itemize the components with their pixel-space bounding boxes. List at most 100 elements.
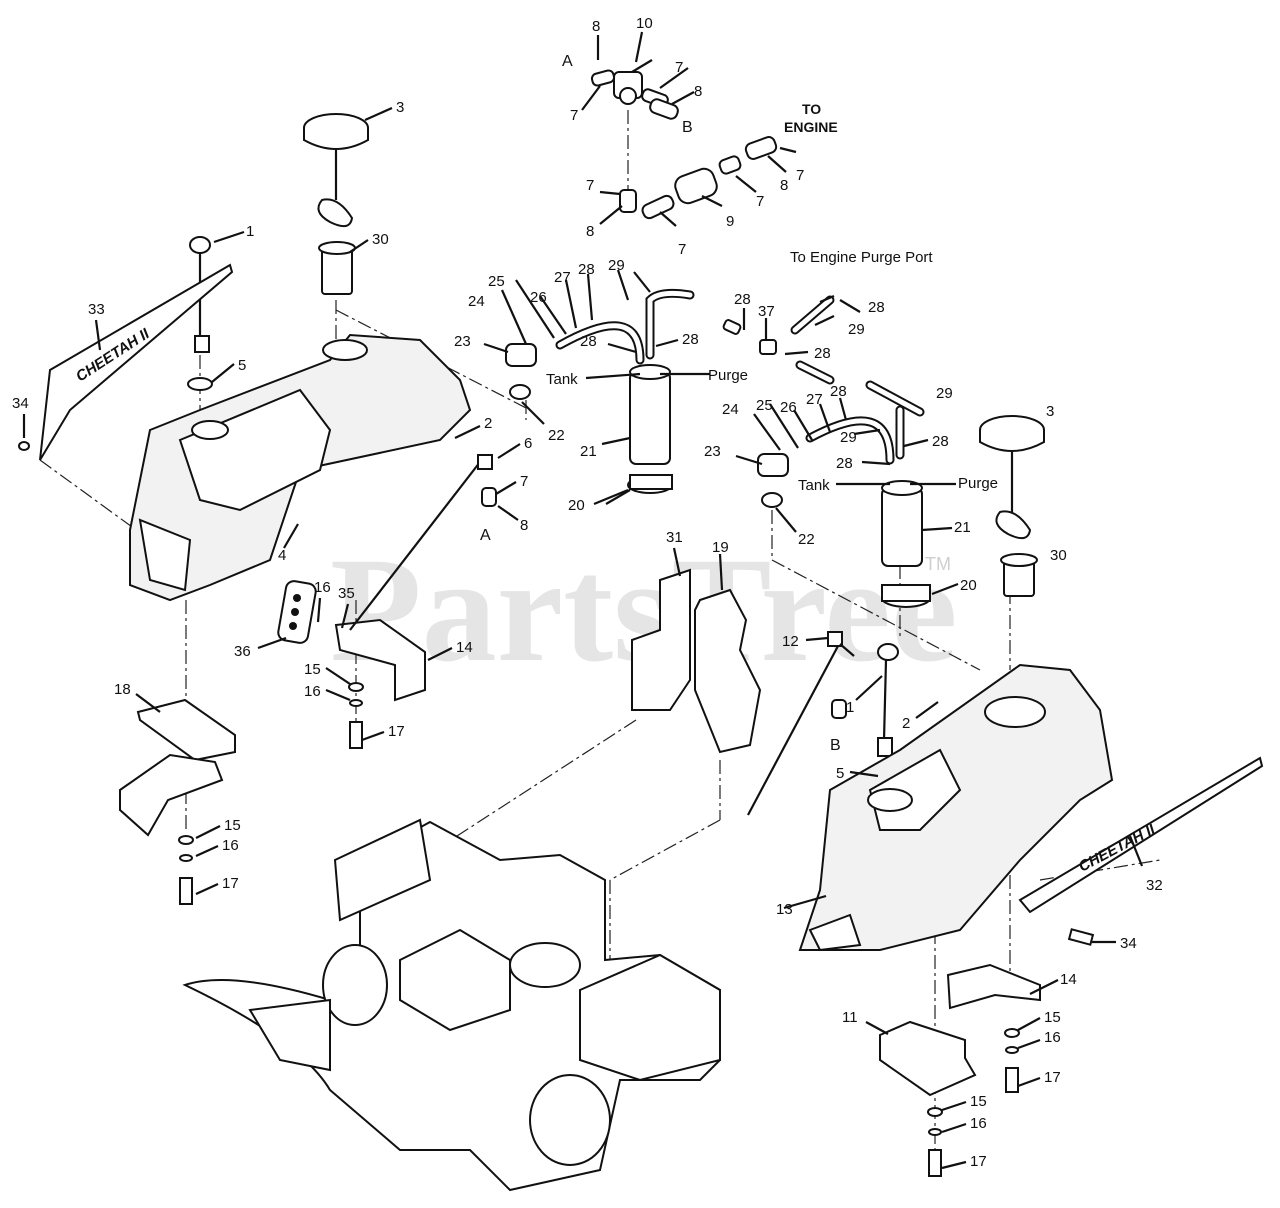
bracket-right-14 — [946, 963, 1041, 1010]
purge-label-left: Purge — [708, 367, 748, 384]
rod-12 — [747, 631, 847, 816]
callout-14: 14 — [456, 639, 473, 656]
fuel-tank-right — [798, 663, 1114, 952]
callout-14: 14 — [1060, 971, 1077, 988]
connector-a-top: A — [562, 53, 573, 70]
callout-30: 30 — [372, 231, 389, 248]
callout-22: 22 — [798, 531, 815, 548]
callout-28: 28 — [734, 291, 751, 308]
connector-a-bottom: A — [480, 527, 491, 544]
callout-12: 12 — [782, 633, 799, 650]
callout-23: 23 — [454, 333, 471, 350]
fuel-cap-right — [979, 415, 1045, 597]
callout-35: 35 — [338, 585, 355, 602]
callout-13: 13 — [776, 901, 793, 918]
callout-17: 17 — [1044, 1069, 1061, 1086]
callout-16: 16 — [222, 837, 239, 854]
callout-15: 15 — [1044, 1009, 1061, 1026]
watermark-tm: TM — [925, 554, 951, 574]
hardware — [18, 441, 1095, 1177]
light-assembly — [277, 580, 317, 644]
purge-label-right: Purge — [958, 475, 998, 492]
callout-27: 27 — [806, 391, 823, 408]
callout-28: 28 — [578, 261, 595, 278]
callout-19: 19 — [712, 539, 729, 556]
callout-7: 7 — [520, 473, 528, 490]
callout-33: 33 — [88, 301, 105, 318]
callout-7: 7 — [756, 193, 764, 210]
callout-16: 16 — [314, 579, 331, 596]
callout-24: 24 — [722, 401, 739, 418]
callout-11: 11 — [842, 1009, 858, 1026]
callout-28: 28 — [932, 433, 949, 450]
callout-24: 24 — [468, 293, 485, 310]
callout-3: 3 — [1046, 403, 1054, 420]
callout-8: 8 — [780, 177, 788, 194]
callout-30: 30 — [1050, 547, 1067, 564]
callout-27: 27 — [554, 269, 571, 286]
callout-4: 4 — [278, 547, 286, 564]
guard-18 — [119, 698, 236, 837]
callout-18: 18 — [114, 681, 131, 698]
callout-5: 5 — [836, 765, 844, 782]
callout-29: 29 — [936, 385, 953, 402]
tank-label-right: Tank — [798, 477, 830, 494]
callout-16: 16 — [970, 1115, 987, 1132]
callout-1: 1 — [846, 699, 854, 716]
callout-28: 28 — [682, 331, 699, 348]
callout-25: 25 — [488, 273, 505, 290]
callout-8: 8 — [586, 223, 594, 240]
callout-3: 3 — [396, 99, 404, 116]
callout-20: 20 — [568, 497, 585, 514]
bracket-19 — [694, 588, 762, 754]
tank-label-left: Tank — [546, 371, 578, 388]
callout-5: 5 — [238, 357, 246, 374]
callout-23: 23 — [704, 443, 721, 460]
fuel-tank-left — [129, 333, 472, 602]
rod-6 — [349, 454, 497, 631]
callout-15: 15 — [970, 1093, 987, 1110]
callout-arrows — [22, 31, 1144, 1170]
callout-7: 7 — [796, 167, 804, 184]
callout-1: 1 — [246, 223, 254, 240]
callout-2: 2 — [902, 715, 910, 732]
callout-21: 21 — [954, 519, 971, 536]
callout-22: 22 — [548, 427, 565, 444]
purge-port-label: To Engine Purge Port — [790, 249, 933, 266]
callout-10: 10 — [636, 15, 653, 32]
callout-26: 26 — [780, 399, 797, 416]
callout-7: 7 — [678, 241, 686, 258]
callout-28: 28 — [580, 333, 597, 350]
fuel-cap-left — [303, 113, 369, 228]
callout-28: 28 — [868, 299, 885, 316]
callout-29: 29 — [840, 429, 857, 446]
callout-6: 6 — [524, 435, 532, 452]
callout-16: 16 — [1044, 1029, 1061, 1046]
callout-28: 28 — [836, 455, 853, 472]
callout-37: 37 — [758, 303, 775, 320]
mower-frame — [182, 818, 721, 1192]
callout-29: 29 — [608, 257, 625, 274]
callout-26: 26 — [530, 289, 547, 306]
bracket-11 — [879, 1020, 977, 1097]
bracket-31 — [631, 568, 691, 711]
to-engine-line2: ENGINE — [784, 119, 838, 135]
to-engine-line1: TO — [802, 101, 821, 117]
purge-line-fittings — [722, 295, 925, 417]
filler-neck-left — [318, 241, 356, 295]
canister-left — [627, 364, 673, 494]
callout-17: 17 — [222, 875, 239, 892]
callout-17: 17 — [970, 1153, 987, 1170]
connector-b-bottom: B — [830, 737, 841, 754]
callout-8: 8 — [694, 83, 702, 100]
callout-34: 34 — [1120, 935, 1137, 952]
callout-28: 28 — [814, 345, 831, 362]
callout-16: 16 — [304, 683, 321, 700]
callout-7: 7 — [675, 59, 683, 76]
callout-17: 17 — [388, 723, 405, 740]
fuel-shutoff-valve — [590, 59, 679, 120]
callout-9: 9 — [726, 213, 734, 230]
canister-right — [881, 480, 931, 608]
purge-valve-right — [757, 453, 789, 508]
